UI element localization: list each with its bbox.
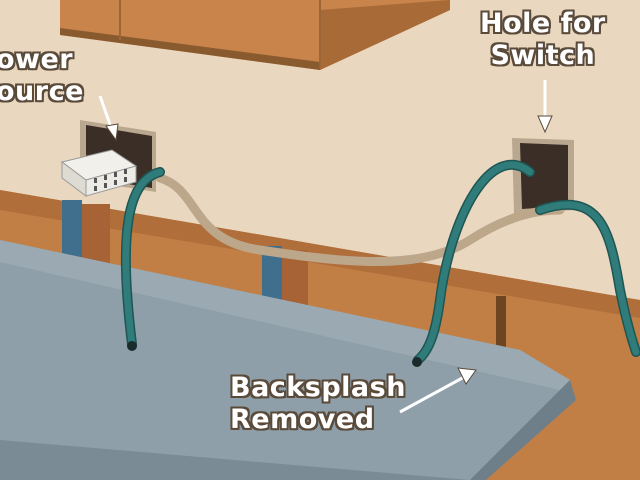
power-source-label-line2: ource	[0, 76, 84, 108]
backsplash-removed-label-line1: Backsplash	[230, 372, 406, 404]
power-source-label-line1: ower	[0, 44, 84, 76]
hole-for-switch-label: Hole for Switch	[480, 8, 606, 72]
power-source-label: ower ource	[0, 44, 84, 108]
backsplash-removed-label: Backsplash Removed	[230, 372, 406, 436]
hole-for-switch-label-line2: Switch	[480, 40, 606, 72]
backsplash-removed-label-line2: Removed	[230, 404, 406, 436]
hole-for-switch-label-line1: Hole for	[480, 8, 606, 40]
